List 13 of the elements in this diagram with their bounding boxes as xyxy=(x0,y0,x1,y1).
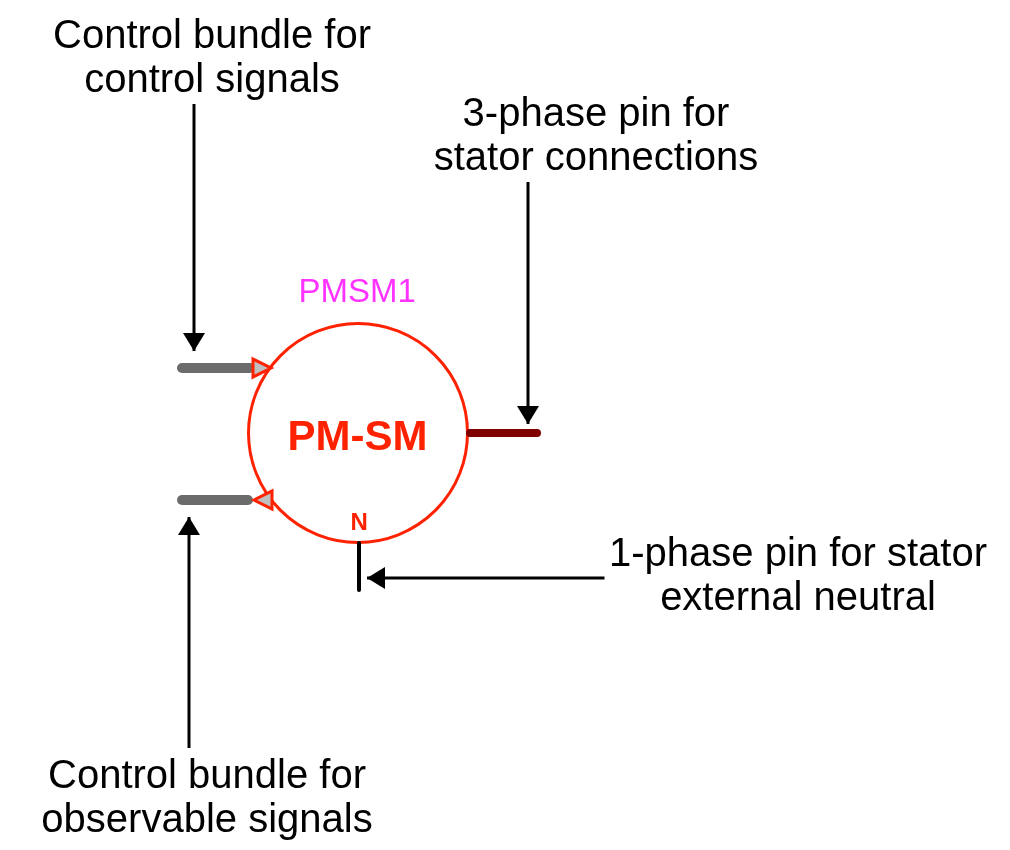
leader-arrow xyxy=(183,104,205,351)
callout-text: Control bundle for observable signals xyxy=(40,752,374,840)
leader-arrow xyxy=(367,567,605,589)
callout-text: 1-phase pin for stator external neutral xyxy=(608,530,988,618)
phase-pin xyxy=(466,428,542,438)
callout-text: 3-phase pin for stator connections xyxy=(433,90,759,178)
leader-arrow xyxy=(178,517,200,748)
symbol-label: PM-SM xyxy=(287,415,429,457)
callout-text: Control bundle for control signals xyxy=(52,12,372,100)
pin-label: N xyxy=(350,510,369,534)
instance-name: PMSM1 xyxy=(298,274,417,307)
leader-arrow xyxy=(517,182,539,424)
neutral-pin xyxy=(355,541,363,592)
